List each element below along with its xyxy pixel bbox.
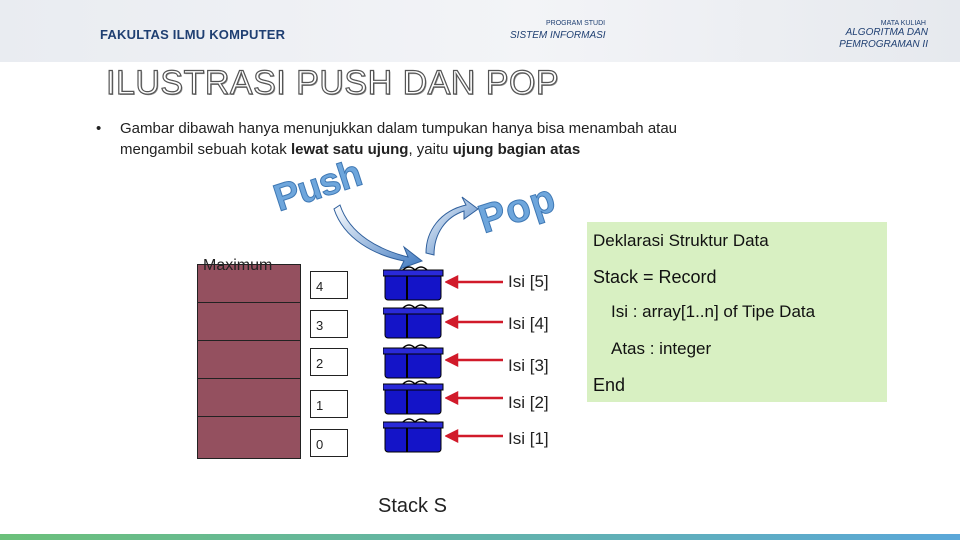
- blue-box-icon: [383, 380, 444, 415]
- declaration-line1: Stack = Record: [593, 267, 717, 287]
- stack-column: [197, 264, 301, 459]
- bullet-text: • Gambar dibawah hanya menunjukkan dalam…: [96, 118, 704, 160]
- index-box: 4: [310, 271, 348, 299]
- program-label: PROGRAM STUDI: [546, 20, 606, 27]
- stack-cell: [198, 265, 300, 303]
- program-name: SISTEM INFORMASI: [510, 30, 606, 41]
- push-pop-arrows-icon: [333, 196, 479, 270]
- stack-s-label: Stack S: [378, 495, 447, 517]
- declaration-line3: Atas : integer: [611, 339, 712, 358]
- isi-label: Isi [5]: [508, 272, 549, 291]
- blue-box-icon: [383, 304, 444, 339]
- declaration-line4: End: [593, 375, 626, 395]
- course-name-line1: ALGORITMA DAN: [845, 27, 928, 38]
- bullet-part2: , yaitu: [408, 141, 453, 158]
- stack-cell: [198, 341, 300, 379]
- stack-cell: [198, 417, 300, 455]
- stack-cell: [198, 379, 300, 417]
- header-bar: [0, 0, 960, 62]
- declaration-box: Deklarasi Struktur Data Stack = Record I…: [587, 222, 887, 402]
- blue-box-icon: [383, 418, 444, 453]
- index-box: 1: [310, 390, 348, 418]
- declaration-line2: Isi : array[1..n] of Tipe Data: [611, 302, 816, 321]
- stack-cell: [198, 303, 300, 341]
- box-items: [383, 266, 444, 453]
- faculty-name: FAKULTAS ILMU KOMPUTER: [100, 27, 286, 42]
- course-label: MATA KULIAH: [880, 20, 926, 27]
- blue-box-icon: [383, 344, 444, 379]
- red-arrows: [445, 274, 503, 444]
- bullet-bold1: lewat satu ujung: [290, 141, 409, 158]
- isi-label: Isi [2]: [508, 393, 549, 412]
- maximum-label: Maximum: [203, 257, 273, 274]
- pop-word: Pop: [473, 175, 562, 243]
- index-box: 2: [310, 348, 348, 376]
- blue-box-icon: [383, 266, 444, 301]
- index-box: 3: [310, 310, 348, 338]
- bullet-dot-icon: •: [96, 120, 102, 137]
- push-arrow-icon: [333, 204, 424, 270]
- index-box: 0: [310, 429, 348, 457]
- bullet-part1: Gambar dibawah hanya menunjukkan dalam t…: [120, 120, 678, 158]
- declaration-heading: Deklarasi Struktur Data: [593, 231, 769, 250]
- course-name: ALGORITMA DAN PEMROGRAMAN II: [808, 27, 928, 51]
- slide-title: ILUSTRASI PUSH DAN POP: [105, 63, 560, 102]
- course-name-line2: PEMROGRAMAN II: [839, 39, 928, 50]
- pop-arrow-icon: [425, 196, 479, 256]
- isi-label: Isi [1]: [508, 429, 549, 448]
- isi-label: Isi [3]: [508, 356, 549, 375]
- footer-band: [0, 534, 960, 540]
- bullet-bold2: ujung bagian atas: [452, 141, 581, 158]
- isi-label: Isi [4]: [508, 314, 549, 333]
